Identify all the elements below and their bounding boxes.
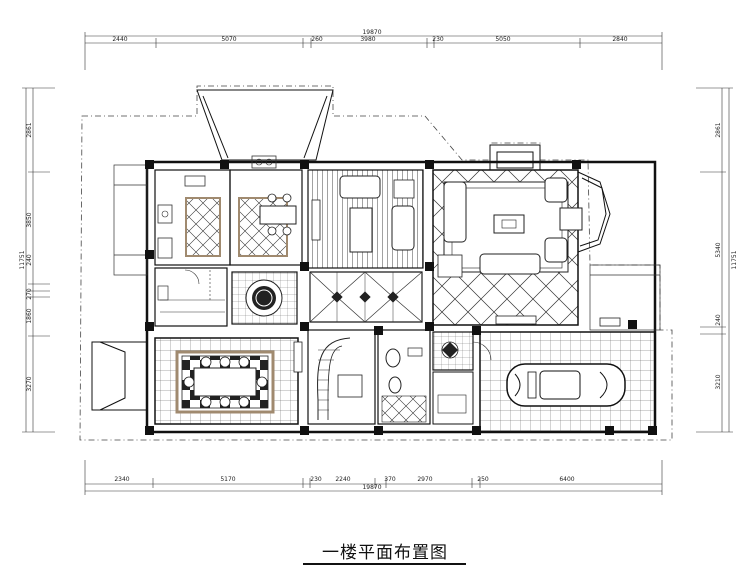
right-dimension-lines xyxy=(696,87,733,433)
left-dims: 2861 3850 240 270 1860 3270 11751 xyxy=(19,122,33,391)
dining-room xyxy=(154,337,303,425)
entry-hall xyxy=(309,271,423,323)
dim-text: 5340 xyxy=(715,242,722,257)
dim-text: 2340 xyxy=(114,476,129,483)
right-annex xyxy=(589,264,661,331)
dim-text: 5170 xyxy=(220,476,235,483)
columns xyxy=(145,160,657,435)
dim-text: 3850 xyxy=(26,212,33,227)
dim-text: 230 xyxy=(310,476,322,483)
car-icon xyxy=(506,363,626,407)
right-dims: 2861 5340 240 3210 11751 xyxy=(715,122,738,389)
top-total-dim: 19870 xyxy=(362,29,381,36)
dim-text: 240 xyxy=(26,254,33,266)
tea-room xyxy=(307,169,424,269)
living-room xyxy=(432,169,583,326)
dim-text: 2440 xyxy=(112,36,127,43)
round-hall xyxy=(231,271,298,325)
dim-text: 2240 xyxy=(335,476,350,483)
dim-text: 5050 xyxy=(495,36,510,43)
left-dimension-lines xyxy=(22,87,55,433)
dim-text: 6400 xyxy=(559,476,574,483)
dining-bay xyxy=(91,341,147,411)
drawing-title: 一楼平面布置图 xyxy=(322,543,448,563)
top-segment-dims: 2440 5070 260 3980 230 5050 2840 xyxy=(112,36,627,43)
dim-text: 250 xyxy=(477,476,489,483)
utility-room xyxy=(432,331,492,425)
left-total-dim: 11751 xyxy=(19,250,26,269)
dim-text: 1860 xyxy=(26,308,33,323)
bottom-total-dim: 19870 xyxy=(362,484,381,491)
dim-text: 230 xyxy=(432,36,444,43)
breakfast-area xyxy=(229,155,303,266)
dim-text: 2861 xyxy=(715,122,722,137)
dim-text: 270 xyxy=(26,288,33,300)
dim-text: 370 xyxy=(384,476,396,483)
dim-text: 3210 xyxy=(715,374,722,389)
storage-left xyxy=(154,267,228,327)
dim-text: 240 xyxy=(715,314,722,326)
bay-projection xyxy=(196,89,334,161)
exterior-walls xyxy=(145,160,657,434)
dim-text: 3270 xyxy=(26,376,33,391)
dim-text: 5070 xyxy=(221,36,236,43)
bathroom xyxy=(377,329,431,425)
dim-text: 2861 xyxy=(26,122,33,137)
site-boundary xyxy=(79,85,673,441)
right-total-dim: 11751 xyxy=(731,250,738,269)
kitchen xyxy=(154,169,231,266)
dim-text: 2970 xyxy=(417,476,432,483)
garage xyxy=(479,317,656,433)
bay-window xyxy=(489,144,611,253)
dim-text: 2840 xyxy=(612,36,627,43)
bottom-dimension-lines xyxy=(84,460,663,495)
bottom-segment-dims: 2340 5170 230 2240 370 2970 250 6400 xyxy=(114,476,574,483)
title-underline xyxy=(303,563,466,565)
dim-text: 3980 xyxy=(360,36,375,43)
top-dimension-lines xyxy=(84,32,663,70)
left-porch xyxy=(113,164,148,276)
staircase xyxy=(307,329,376,425)
dim-text: 260 xyxy=(311,36,323,43)
